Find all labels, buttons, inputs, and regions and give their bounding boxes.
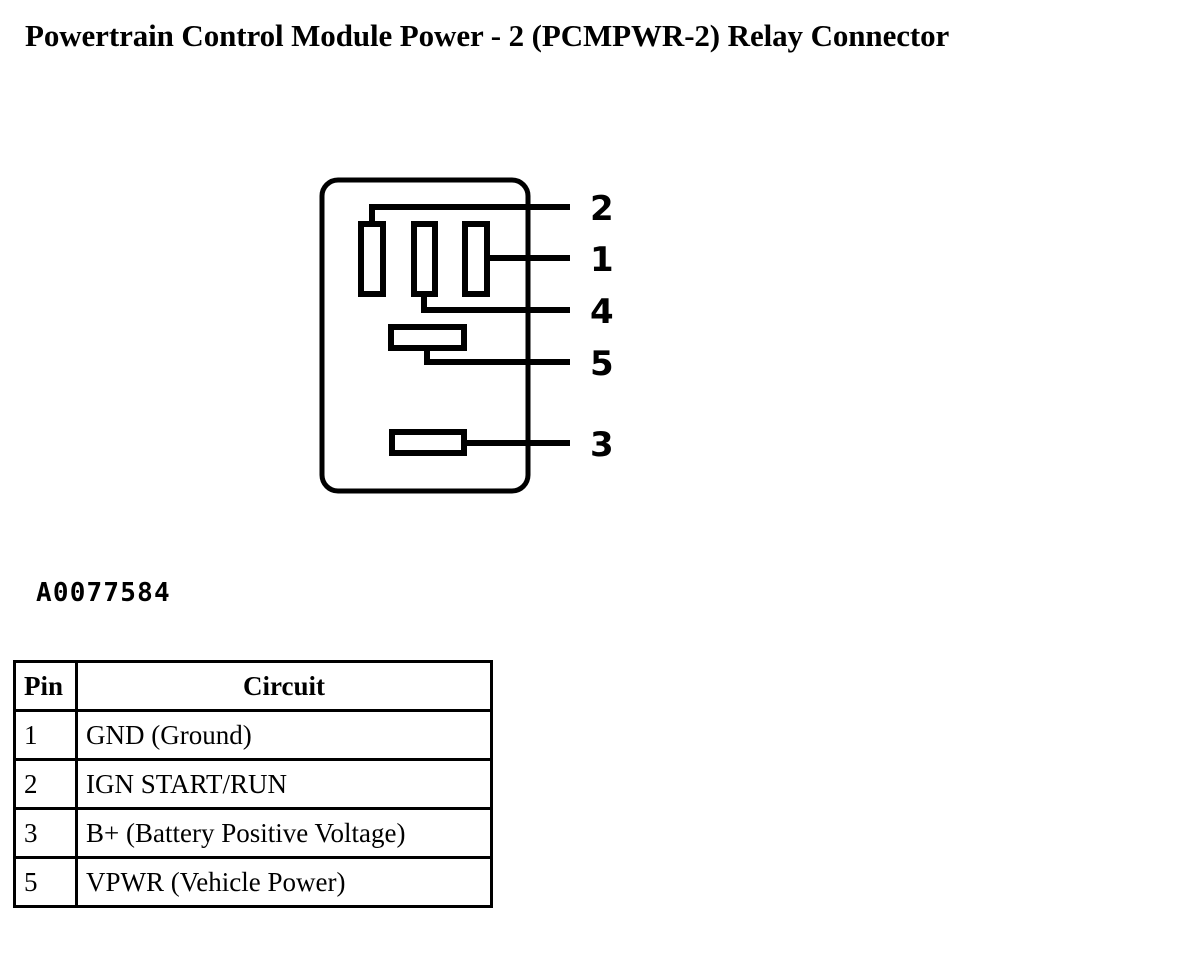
page-title: Powertrain Control Module Power - 2 (PCM…	[25, 18, 950, 53]
table-cell-pin: 3	[13, 807, 78, 859]
table-cell-pin: 5	[13, 856, 78, 908]
terminal-blade-horizontal-lower	[389, 429, 467, 456]
column-header-pin: Pin	[13, 660, 78, 712]
lead-line-pin-4	[421, 292, 570, 313]
column-header-circuit: Circuit	[75, 660, 493, 712]
table-header-row: Pin Circuit	[13, 660, 493, 712]
pinout-table-head: Pin Circuit	[13, 660, 493, 712]
pin-callout-1: 1	[590, 240, 614, 280]
terminal-blade-vertical-middle	[411, 221, 438, 297]
pin-callout-5: 5	[590, 344, 614, 384]
table-cell-circuit: B+ (Battery Positive Voltage)	[75, 807, 493, 859]
terminal-blade-horizontal-upper	[388, 324, 467, 351]
lead-line-pin-2	[369, 204, 570, 225]
table-cell-circuit: GND (Ground)	[75, 709, 493, 761]
table-cell-pin: 1	[13, 709, 78, 761]
table-cell-circuit: IGN START/RUN	[75, 758, 493, 810]
figure-reference-code: A0077584	[36, 578, 171, 608]
terminal-blade-vertical-left	[358, 221, 386, 297]
table-cell-pin: 2	[13, 758, 78, 810]
pin-callout-3: 3	[590, 425, 614, 465]
table-cell-circuit: VPWR (Vehicle Power)	[75, 856, 493, 908]
relay-connector-svg: 2 1 4 5 3	[319, 177, 614, 494]
connector-body-outline	[319, 177, 531, 494]
relay-connector-diagram: 2 1 4 5 3	[0, 0, 700, 540]
pin-callout-2: 2	[590, 189, 614, 229]
terminal-blade-vertical-right	[462, 221, 490, 297]
pin-callout-4: 4	[590, 292, 614, 332]
